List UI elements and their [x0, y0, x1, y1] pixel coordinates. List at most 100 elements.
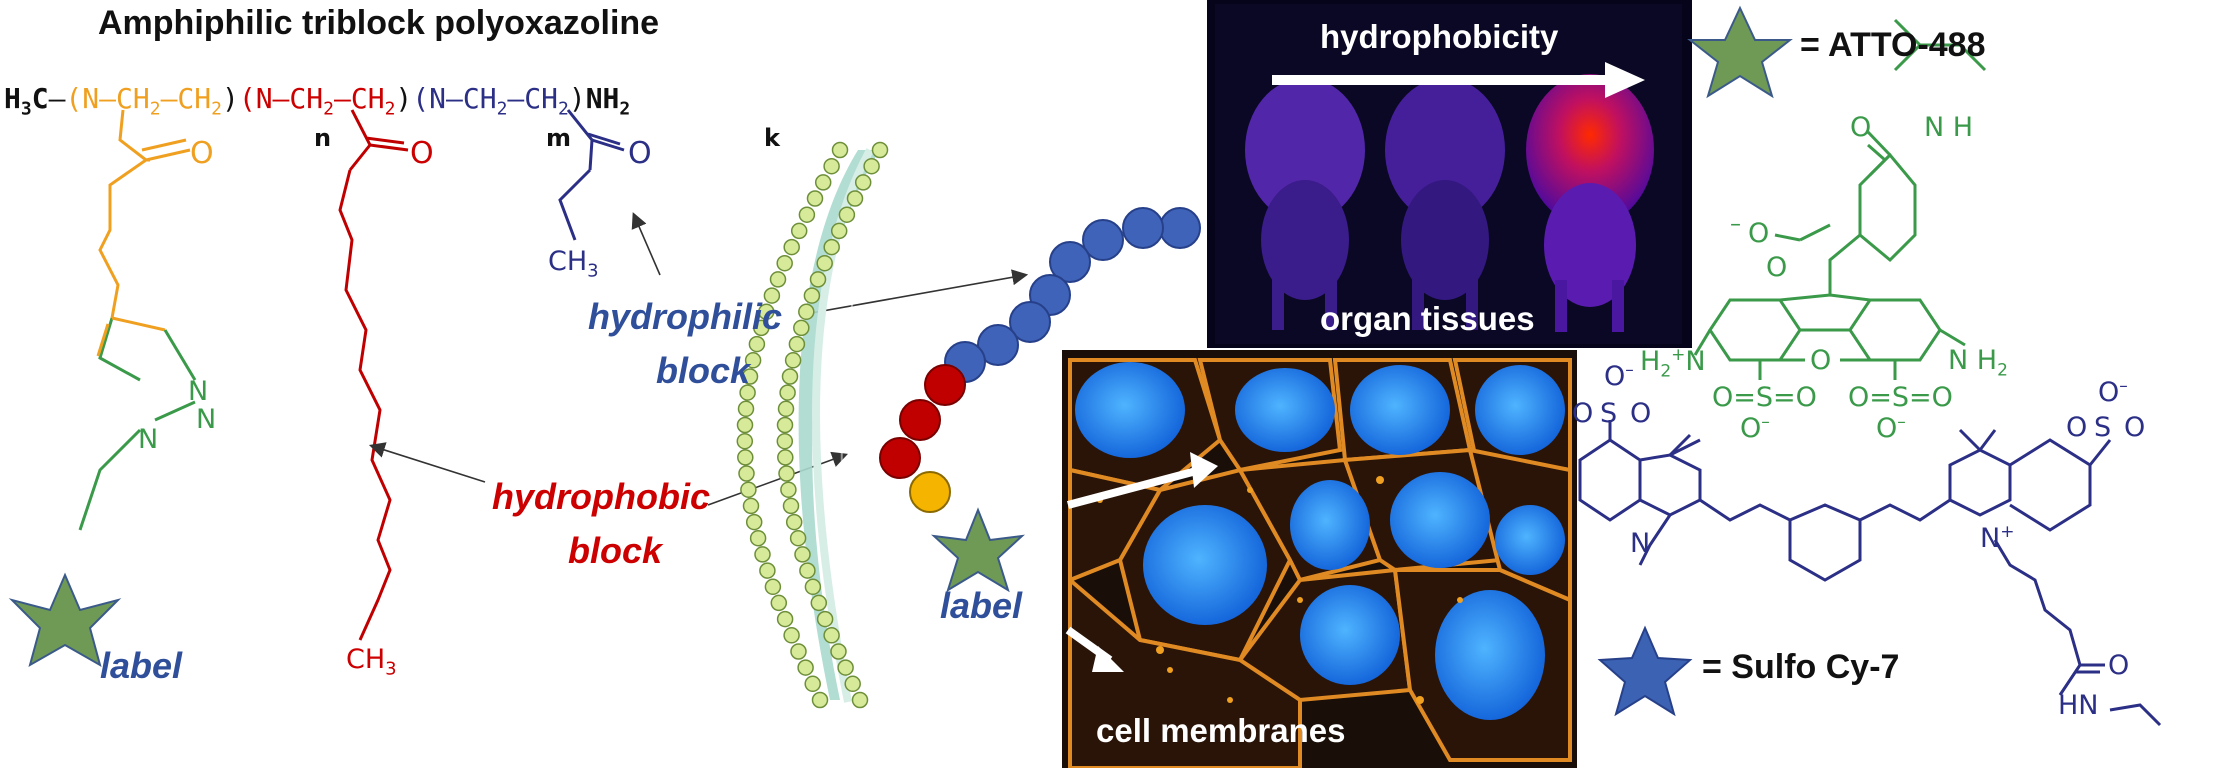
- lipid-head-outer: [779, 384, 796, 401]
- lipid-head-outer: [793, 319, 810, 337]
- label-star-mid: [931, 507, 1025, 593]
- lipid-head-outer: [837, 659, 854, 676]
- orange-repeat-unit: (N–CH2–CH2): [65, 82, 239, 120]
- lipid-head-inner: [744, 352, 762, 369]
- lipid-head-inner: [753, 319, 770, 337]
- subscript-k: k: [764, 124, 780, 152]
- lipid-head-inner: [748, 335, 766, 353]
- blue-methyl: CH3: [548, 246, 599, 282]
- lipid-head-outer: [871, 141, 889, 159]
- lipid-head-outer: [823, 238, 840, 256]
- lipid-head-outer: [778, 465, 795, 482]
- cy7-amide-o: O: [2108, 650, 2130, 681]
- hydrophobicity-label: hydrophobicity: [1320, 18, 1559, 55]
- hydrophilic-label-line1: hydrophilic: [588, 296, 783, 337]
- lipid-head-outer: [798, 303, 815, 321]
- lipid-head-inner: [740, 481, 757, 498]
- triazole-n2: N: [196, 404, 217, 435]
- hydrophobic-label-line1: hydrophobic: [492, 476, 710, 517]
- lipid-heads: [736, 141, 889, 709]
- hydrophilic-label-line2: block: [656, 350, 751, 391]
- lipid-head-inner: [783, 238, 800, 256]
- lipid-head-inner: [804, 675, 821, 693]
- lipid-head-inner: [738, 465, 755, 482]
- lipid-head-outer: [776, 432, 794, 450]
- lipid-head-outer: [777, 400, 795, 418]
- lipid-head-inner: [742, 497, 760, 515]
- lipid-head-inner: [798, 206, 816, 223]
- lipid-head-outer: [854, 174, 872, 191]
- red-terminal-methyl: CH3: [346, 644, 397, 680]
- atto-sulfonate-right: O=S=O: [1848, 382, 1953, 413]
- atto-amine: N H2: [1948, 345, 2008, 381]
- blue-side-chain: [558, 109, 625, 241]
- nh2-end-group: NH2: [585, 82, 631, 120]
- organ-tissues-photo: [1207, 0, 1692, 348]
- lipid-head-inner: [811, 691, 829, 709]
- red-side-chain: [338, 109, 409, 641]
- orange-carbonyl-o: O: [190, 136, 214, 171]
- atto-sulfonate-right-o: O–: [1876, 412, 1906, 444]
- atto-ring-o: O: [1810, 345, 1832, 376]
- cy7-right-n-plus: N+: [1980, 522, 2015, 554]
- lipid-head-inner: [797, 659, 814, 676]
- lipid-head-inner: [776, 610, 794, 628]
- lipid-head-outer: [816, 254, 833, 272]
- cy7-left-o2: O: [1572, 398, 1594, 429]
- triazole-n3: N: [138, 424, 159, 455]
- cy7-right-so3-top-o: O–: [2098, 376, 2128, 408]
- lipid-head-inner: [806, 190, 824, 207]
- atto-o-minus-sign: –: [1730, 212, 1741, 237]
- label-text-mid: label: [940, 585, 1023, 626]
- cy7-amide-hn: HN: [2058, 690, 2099, 721]
- lipid-head-outer: [863, 157, 880, 175]
- cell-membranes-label: cell membranes: [1096, 712, 1346, 749]
- sulfo-cy7-legend: = Sulfo Cy-7: [1702, 648, 1900, 686]
- atto-legend-star: [1687, 5, 1793, 99]
- lipid-head-inner: [769, 271, 787, 288]
- atto-nh: N H: [1924, 112, 1974, 143]
- lipid-head-inner: [739, 384, 756, 401]
- lipid-head-outer: [846, 190, 864, 207]
- cy7-right-o3: O: [2124, 412, 2146, 443]
- lipid-head-outer: [785, 513, 803, 531]
- lipid-head-outer: [838, 206, 856, 223]
- label-text-left: label: [100, 645, 183, 686]
- atto-carboxylate-o2: O: [1766, 252, 1788, 283]
- cell-membranes-photo: [1062, 350, 1577, 768]
- lipid-head-inner: [764, 578, 782, 596]
- lipid-head-outer: [804, 578, 822, 596]
- cy7-left-so3-top-o: O–: [1604, 360, 1634, 392]
- subscript-m: m: [546, 124, 572, 152]
- cy7-left-s: S: [1600, 398, 1618, 429]
- polymer-beads: [879, 207, 1201, 513]
- lipid-head-inner: [745, 513, 763, 531]
- lipid-head-outer: [810, 594, 828, 612]
- lipid-head-outer: [782, 497, 800, 515]
- atto-488-structure: [1693, 18, 1987, 380]
- lipid-head-inner: [770, 594, 788, 612]
- lipid-head-outer: [780, 481, 797, 498]
- lipid-head-inner: [741, 368, 759, 385]
- atto-sulfonate-left: O=S=O: [1712, 382, 1817, 413]
- lipid-head-inner: [814, 174, 832, 191]
- atto-iminium: H2+N: [1640, 345, 1706, 382]
- triazole-n1: N: [188, 376, 209, 407]
- h3c-group: H3C: [4, 82, 49, 120]
- lipid-head-inner: [749, 529, 767, 547]
- lipid-head-outer: [816, 610, 834, 628]
- lipid-head-outer: [799, 562, 816, 579]
- lipid-head-inner: [823, 157, 840, 175]
- lipid-head-outer: [794, 546, 811, 563]
- cy7-left-o3: O: [1630, 398, 1652, 429]
- hydrophobic-label-line2: block: [568, 530, 663, 571]
- lipid-head-inner: [737, 400, 755, 418]
- cy7-right-s: S: [2094, 412, 2112, 443]
- orange-side-chain: [98, 109, 191, 319]
- lipid-head-inner: [736, 432, 754, 450]
- lipid-head-outer: [776, 416, 794, 434]
- lipid-head-inner: [790, 222, 808, 240]
- lipid-head-inner: [736, 416, 754, 434]
- mouse-1: [1245, 78, 1365, 330]
- lipid-head-inner: [763, 287, 781, 304]
